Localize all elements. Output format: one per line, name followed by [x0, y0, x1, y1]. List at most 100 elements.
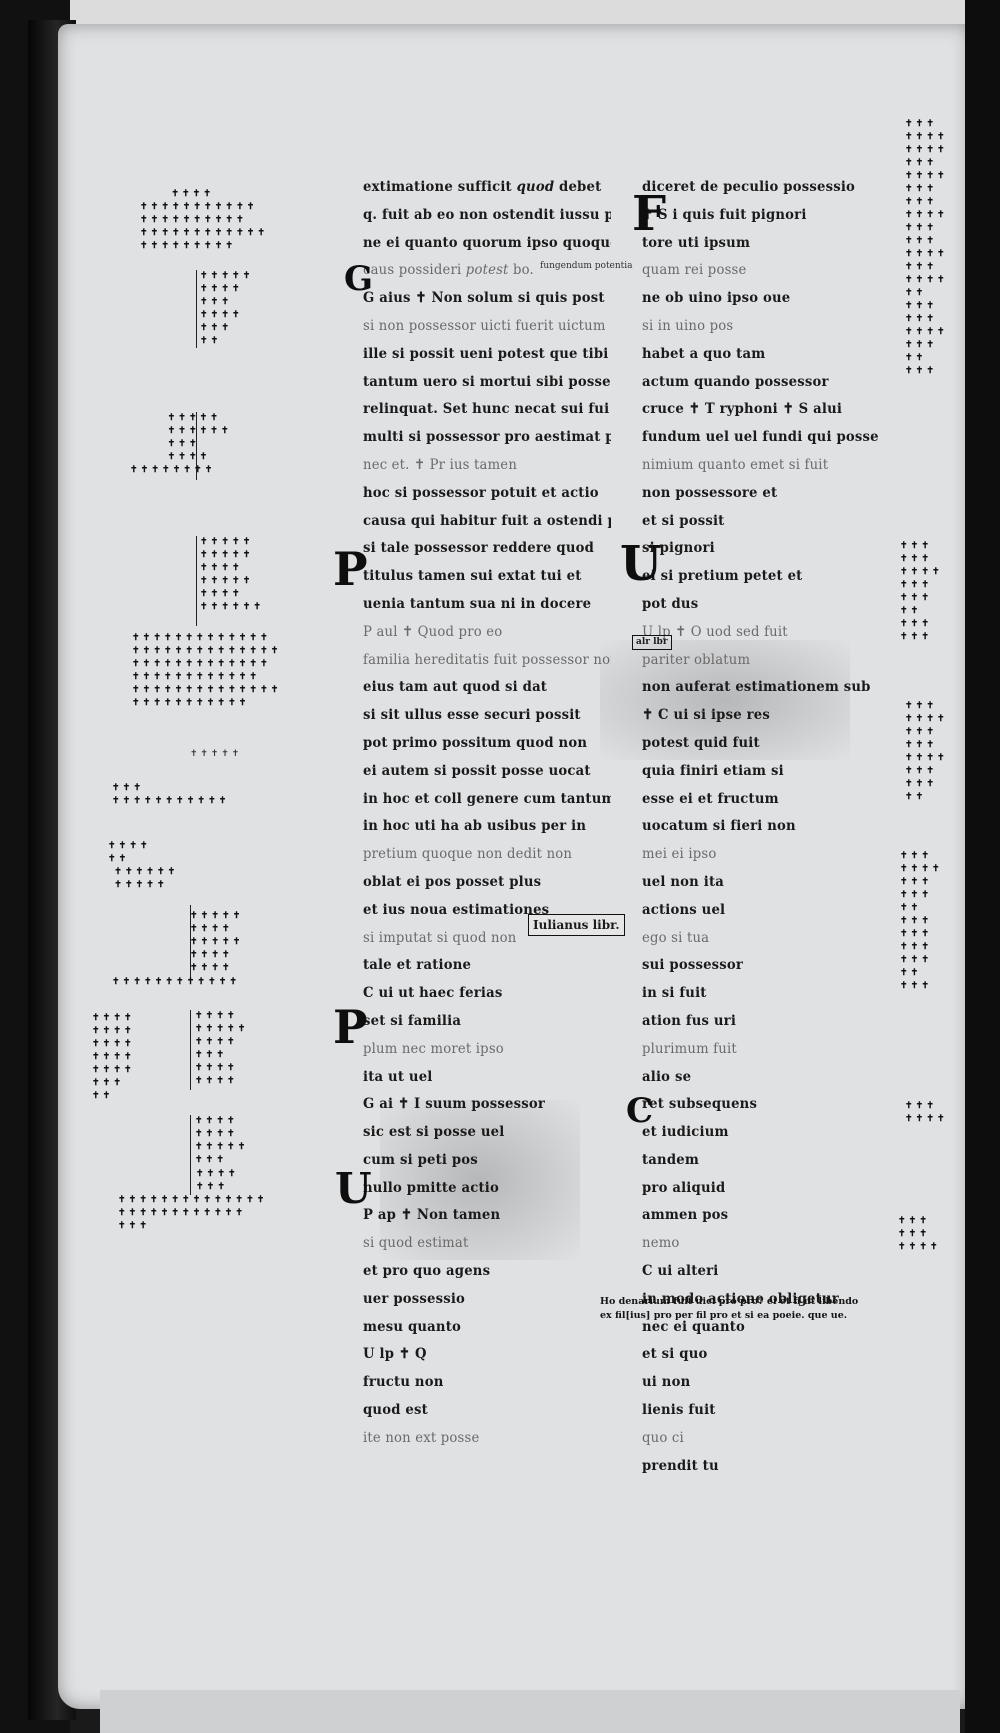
text-line: multi si possessor pro aestimat p — [363, 429, 611, 446]
text-line: G ai ✝ I suum possessor — [363, 1096, 545, 1113]
text-line: in hoc uti ha ab usibus per in — [363, 818, 587, 835]
text-line: cum si peti pos — [363, 1152, 478, 1169]
text-line: si imputat si quod non — [363, 930, 517, 946]
left-gloss-7: ✝ ✝ ✝✝ ✝ ✝ ✝ ✝ ✝ ✝ ✝ ✝ ✝ ✝ — [112, 783, 227, 806]
text-line: P ap ✝ Non tamen — [363, 1208, 501, 1224]
text-line: ation fus uri — [642, 1013, 737, 1030]
left-gloss-15: ✝ ✝ ✝ ✝ ✝ ✝ ✝ ✝ ✝ ✝ ✝ ✝ ✝ ✝ ✝ ✝ ✝ ✝ ✝ ✝ … — [118, 1195, 265, 1231]
text-line: et ius noua estimationes — [363, 902, 550, 919]
text-line: si non possessor uicti fuerit uictum — [363, 318, 606, 335]
text-line: fundum uel uel fundi qui posse — [642, 429, 879, 446]
text-line: si in uino pos — [642, 318, 734, 335]
text-line: ne ob uino ipso oue — [642, 290, 791, 307]
text-line: set si familia — [363, 1013, 462, 1030]
left-gloss-10: ✝ ✝ ✝ ✝ ✝ ✝ ✝ ✝ ✝ ✝ ✝ ✝ — [112, 977, 237, 987]
initial-c: C — [626, 1091, 654, 1131]
right-gloss-1: ✝ ✝ ✝✝ ✝ ✝ ✝✝ ✝ ✝ ✝✝ ✝ ✝✝ ✝ ✝ ✝✝ ✝ ✝✝ ✝ … — [905, 119, 945, 376]
text-line: uel non ita — [642, 874, 724, 891]
text-line: plum nec moret ipso — [363, 1041, 504, 1058]
text-line: pro aliquid — [642, 1180, 726, 1197]
iulianus-label: Iulianus libr. — [528, 914, 625, 936]
side-box: alr lbr — [632, 635, 672, 650]
gloss-bracket — [196, 412, 197, 480]
text-line: caus possideri potest bo. — [363, 262, 534, 279]
text-line: tore uti ipsum — [642, 235, 751, 251]
text-line: actions uel — [642, 902, 726, 919]
text-line: ei si pretium petet et — [642, 568, 803, 585]
footnote-line: Ho denarium fuit uici pro pro? ei et fi … — [600, 1296, 859, 1307]
text-line: quia finiri etiam si — [642, 763, 784, 780]
text-line: pariter oblatum — [642, 652, 751, 668]
gloss-bracket — [190, 1010, 191, 1090]
text-line: et pro quo agens — [363, 1263, 491, 1280]
text-line: si sit ullus esse securi possit — [363, 707, 581, 724]
text-line: G aius ✝ Non solum si quis post — [363, 290, 605, 307]
text-line: nec et. ✝ Pr ius tamen — [363, 457, 518, 474]
right-edge — [965, 0, 1000, 1733]
text-line: oblat ei pos posset plus — [363, 874, 542, 891]
text-line: uer possessio — [363, 1291, 466, 1308]
text-line: esse ei et fructum — [642, 791, 779, 807]
text-line: extimatione sufficit quod debet — [363, 179, 602, 196]
text-line: relinquat. Set hunc necat sui fui — [363, 401, 610, 418]
left-gloss-5: ✝ ✝ ✝ ✝ ✝ ✝ ✝ ✝ ✝ ✝ ✝ ✝ ✝ ✝ ✝ ✝ ✝ ✝ ✝ ✝ … — [132, 633, 279, 708]
right-gloss-6: ✝ ✝ ✝✝ ✝ ✝✝ ✝ ✝ ✝ — [898, 1216, 938, 1252]
manuscript-page — [58, 24, 970, 1709]
left-gloss-6: ✝ ✝ ✝ ✝ ✝ — [190, 749, 240, 759]
text-line: causa qui habitur fuit a ostendi pos — [363, 513, 611, 529]
gloss-bracket — [190, 905, 191, 979]
text-line: in modo actione obligetur — [642, 1291, 839, 1308]
text-line: mesu quanto — [363, 1319, 461, 1336]
right-gloss-3: ✝ ✝ ✝✝ ✝ ✝ ✝✝ ✝ ✝✝ ✝ ✝✝ ✝ ✝ ✝✝ ✝ ✝✝ ✝ ✝✝… — [905, 701, 945, 802]
left-gloss-8: ✝ ✝ ✝ ✝✝ ✝ ✝ ✝ ✝ ✝ ✝ ✝ ✝ ✝ ✝ ✝ ✝ — [108, 841, 176, 890]
text-column-a: extimatione sufficit quod debet q. fuit a… — [363, 174, 611, 1453]
text-line: hoc si possessor potuit et actio — [363, 485, 599, 502]
text-line: U lp ✝ Q — [363, 1347, 427, 1363]
text-line: quod est — [363, 1402, 428, 1419]
text-line: ui non — [642, 1374, 691, 1391]
text-line: quam rei posse — [642, 262, 747, 279]
footnote: Ho denarium fuit uici pro pro? ei et fi … — [600, 1295, 858, 1323]
text-line: pot primo possitum quod non — [363, 735, 588, 752]
text-line: quo ci — [642, 1430, 684, 1447]
text-line: titulus tamen sui extat tui et — [363, 568, 582, 585]
text-column-b: diceret de peculio possessio✝ S i quis f… — [642, 174, 894, 1480]
text-line: diceret de peculio possessio — [642, 179, 856, 196]
text-line: in si fuit — [642, 985, 707, 1002]
text-line: et si quo — [642, 1347, 708, 1363]
initial-p: P — [333, 542, 368, 596]
text-line: ita ut uel — [363, 1069, 433, 1085]
right-gloss-2: ✝ ✝ ✝✝ ✝ ✝✝ ✝ ✝ ✝✝ ✝ ✝✝ ✝ ✝✝ ✝✝ ✝ ✝✝ ✝ ✝ — [900, 541, 940, 642]
initial-g: G — [344, 259, 374, 299]
right-gloss-5: ✝ ✝ ✝✝ ✝ ✝ ✝ — [905, 1101, 945, 1124]
text-line: non auferat estimationem sub — [642, 679, 871, 696]
text-line: si pignori — [642, 540, 715, 557]
footnote-line: ex fil[ius] pro per fil pro et si ea poe… — [600, 1310, 848, 1321]
text-line: fructu non — [363, 1374, 444, 1391]
interlinear-note: fungendum potentia — [540, 261, 633, 271]
text-line: C ui alteri — [642, 1263, 719, 1280]
text-line: q. fuit ab eo non ostendit iussu pre — [363, 207, 611, 224]
next-leaf — [100, 1690, 960, 1733]
text-line: sui possessor — [642, 957, 744, 974]
text-line: tandem — [642, 1152, 699, 1169]
text-line: nimium quanto emet si fuit — [642, 457, 829, 474]
text-line: ammen pos — [642, 1208, 729, 1224]
initial-p2: P — [333, 1000, 368, 1054]
text-line: nullo pmitte actio — [363, 1180, 500, 1197]
text-line: et si possit — [642, 513, 725, 529]
text-line: pot dus — [642, 596, 699, 613]
text-line: pretium quoque non dedit non — [363, 846, 573, 863]
left-gloss-2: ✝ ✝ ✝ ✝ ✝✝ ✝ ✝ ✝✝ ✝ ✝✝ ✝ ✝ ✝✝ ✝ ✝✝ ✝ — [200, 271, 251, 346]
text-line: sic est si posse uel — [363, 1124, 505, 1141]
text-line: in hoc et coll genere cum tantum — [363, 791, 611, 807]
text-line: mei ei ipso — [642, 846, 717, 863]
text-line: eius tam aut quod si dat — [363, 679, 548, 696]
text-line: P aul ✝ Quod pro eo — [363, 624, 503, 641]
initial-f: F — [632, 186, 667, 242]
smudge — [380, 1100, 580, 1260]
text-line: si tale possessor reddere quod — [363, 540, 595, 557]
left-gloss-13: ✝ ✝ ✝ ✝✝ ✝ ✝ ✝✝ ✝ ✝ ✝ ✝✝ ✝ ✝ — [195, 1116, 246, 1165]
left-gloss-3: ✝ ✝ ✝ ✝ ✝ ✝ ✝ ✝ ✝ ✝ ✝ ✝ ✝ ✝ ✝ ✝ ✝ ✝ ✝ ✝ … — [130, 413, 229, 475]
left-gloss-11: ✝ ✝ ✝ ✝✝ ✝ ✝ ✝✝ ✝ ✝ ✝✝ ✝ ✝ ✝✝ ✝ ✝ ✝✝ ✝ ✝… — [92, 1013, 132, 1101]
